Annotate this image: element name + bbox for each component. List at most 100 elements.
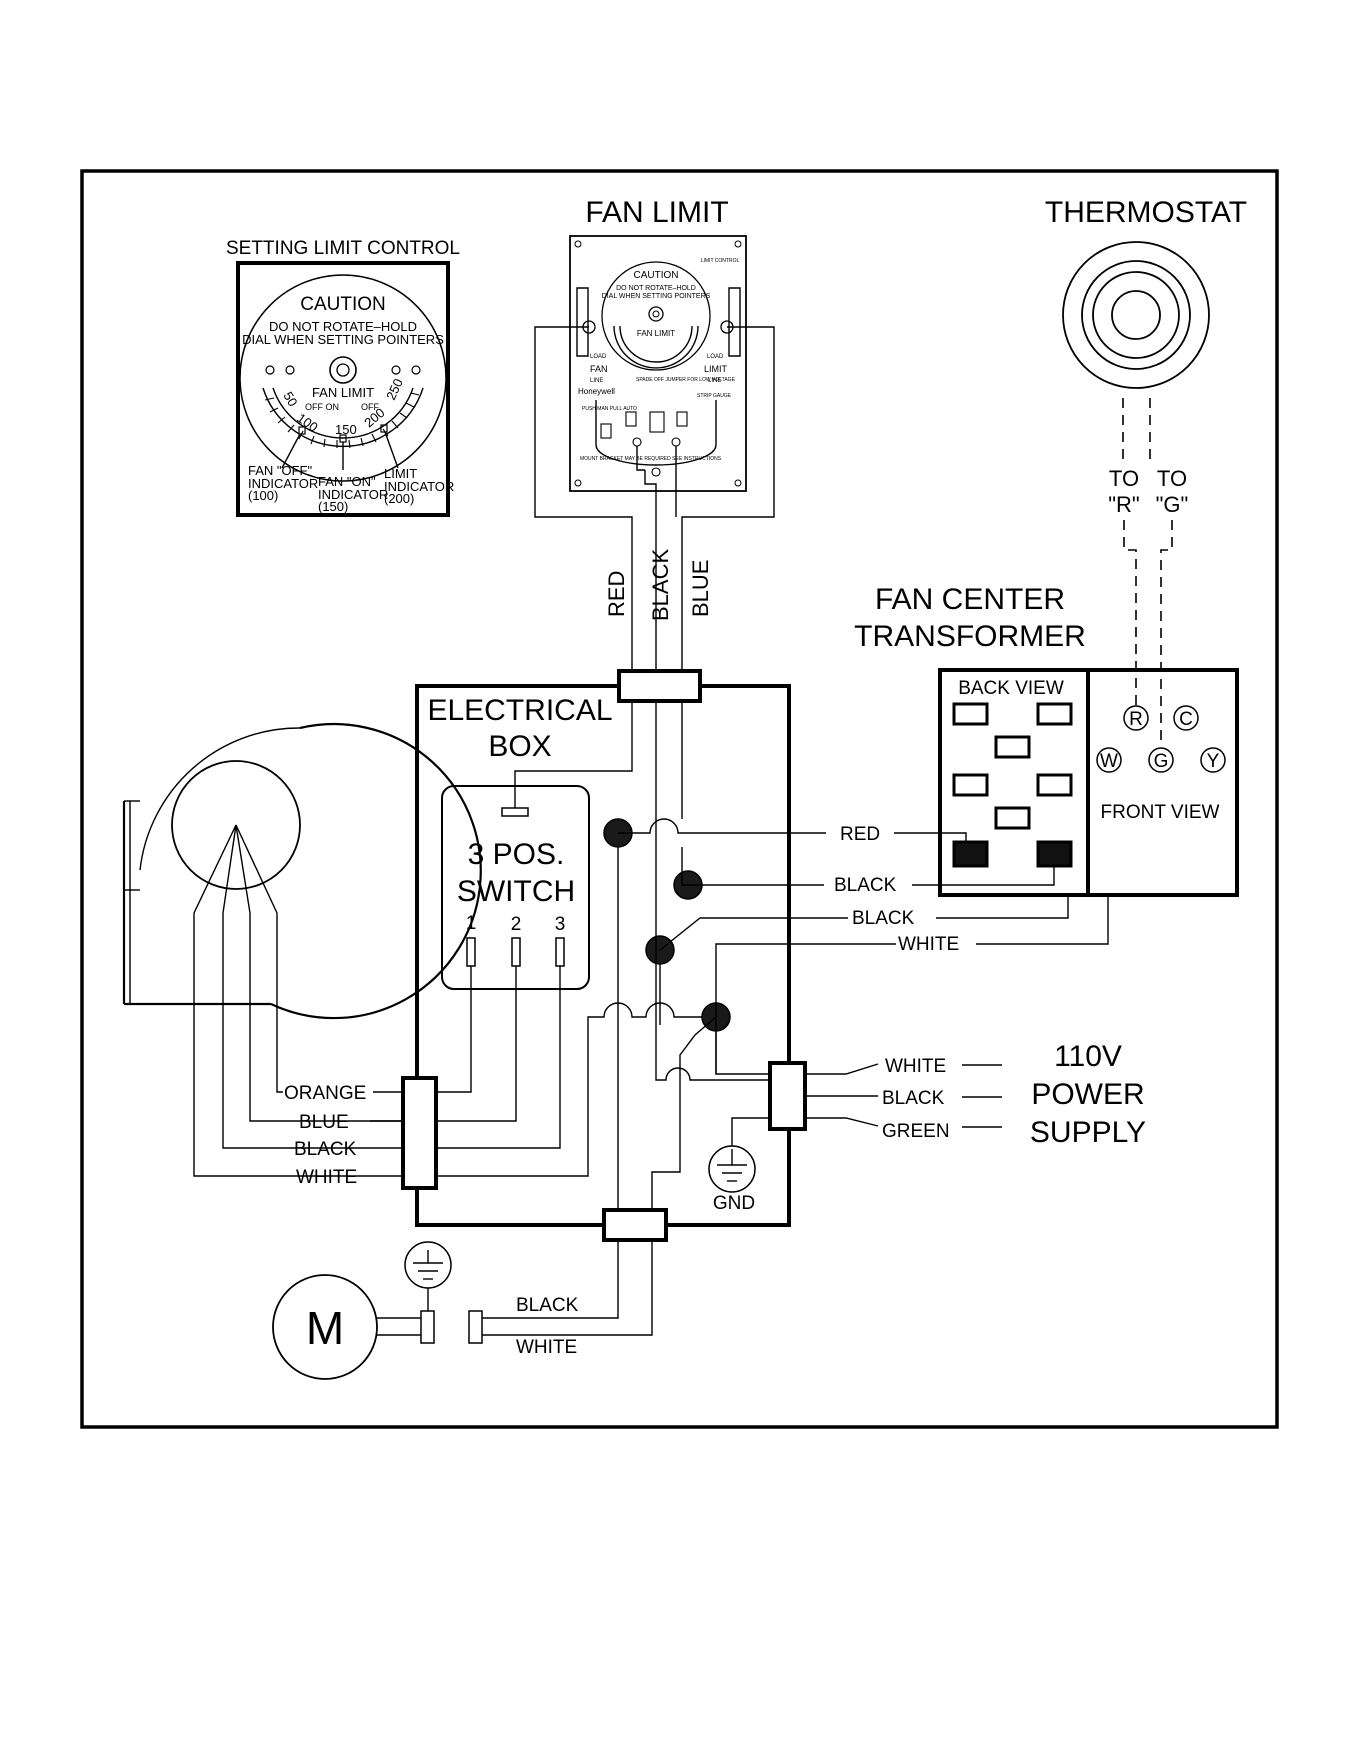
switch-pos-2: 2 [511,914,522,935]
setting-dial-off-on: OFF ON [305,402,339,412]
setting-dial-face [239,274,447,482]
wires: RED BLACK BLUE RED BLACK BLACK WHITE [436,326,1109,1358]
wire-label-blue-vertical: BLUE [688,560,713,617]
setting-tick-250: 250 [383,376,406,402]
blower-housing: ORANGE BLUE BLACK WHITE [122,723,482,1188]
blower-wheel [171,760,301,890]
setting-line2: DIAL WHEN SETTING POINTERS [242,332,444,347]
fan-limit-spade-note: SPADE OFF JUMPER FOR LOW VOLTAGE [636,377,736,383]
electrical-box-title-1: ELECTRICAL [427,694,612,727]
setting-tick-50: 50 [280,389,300,409]
fan-limit-title: FAN LIMIT [585,196,728,229]
motor-ground-symbol [404,1241,452,1289]
setting-limit-title: SETTING LIMIT CONTROL [226,238,460,259]
wire-label-transformer-white: WHITE [898,934,959,955]
fan-on-label-2: INDICATOR [318,487,388,502]
limit-ind-label-1: LIMIT [384,466,417,481]
electrical-box: ELECTRICAL BOX 3 POS. SWITCH 1 2 3 [401,669,807,1242]
front-view-label: FRONT VIEW [1101,802,1220,823]
fan-limit-limit-control: LIMIT CONTROL [701,258,740,264]
power-line1: 110V [1054,1040,1122,1073]
to-r-line1: TO [1109,466,1139,491]
fan-limit-line-left: LINE [590,378,603,384]
three-position-switch: 3 POS. SWITCH 1 2 3 [441,785,590,990]
thermostat-title: THERMOSTAT [1045,196,1247,229]
back-terminal-black [1036,840,1073,868]
switch-title-2: SWITCH [457,875,575,908]
fan-on-label-3: (150) [318,499,348,514]
thermostat-outer [1062,241,1210,389]
fan-limit-line2: DIAL WHEN SETTING POINTERS [602,293,711,300]
wire-label-blower-orange: ORANGE [284,1083,366,1104]
back-view-label: BACK VIEW [958,678,1064,699]
fan-limit-push-pull: PUSH MAN PULL AUTO [582,406,637,412]
fan-limit-strip-gauge: STRIP GAUGE [697,393,732,399]
front-view-terminals: R C W G Y [1096,705,1226,773]
wire-label-motor-white: WHITE [516,1337,577,1358]
wire-label-blower-black: BLACK [294,1139,357,1160]
to-r-line2: "R" [1108,492,1140,517]
fan-center-title-1: FAN CENTER [875,583,1065,616]
power-line3: SUPPLY [1030,1116,1146,1149]
fan-limit-control: FAN LIMIT CAUTION DO NOT ROTATE–HOLD DIA… [569,196,747,492]
wire-label-transformer-black-1: BLACK [834,875,897,896]
terminal-c: C [1179,709,1193,730]
fan-limit-caution: CAUTION [634,270,679,281]
to-g-line1: TO [1157,466,1187,491]
terminal-w: W [1100,751,1118,772]
wire-label-power-white: WHITE [885,1056,946,1077]
fan-off-label-2: INDICATOR [248,476,318,491]
setting-tick-150: 150 [335,422,357,437]
wire-label-black-vertical: BLACK [648,549,673,621]
terminal-g: G [1154,751,1169,772]
fan-limit-fan: FAN [590,364,608,374]
limit-ind-label-3: (200) [384,491,414,506]
fan-limit-load-left: LOAD [590,354,607,360]
fan-limit-load-right: LOAD [707,354,724,360]
setting-dial-fan-limit: FAN LIMIT [312,385,374,400]
fan-limit-brand: Honeywell [578,387,615,396]
wire-label-transformer-black-2: BLACK [852,908,915,929]
wire-label-blower-blue: BLUE [299,1112,349,1133]
setting-caution: CAUTION [300,294,386,315]
blower-connector [401,1076,438,1190]
thermostat: THERMOSTAT TO "R" TO "G" [1045,196,1247,747]
motor: M [272,1241,483,1380]
fan-off-label-1: FAN "OFF" [248,463,313,478]
bottom-connector [602,1208,668,1242]
wire-label-red-vertical: RED [604,571,629,617]
setting-dial-off: OFF [361,402,379,412]
fan-center-transformer: FAN CENTER TRANSFORMER BACK VIEW FRONT V… [854,583,1239,897]
terminal-r: R [1129,709,1143,730]
fan-off-label-3: (100) [248,488,278,503]
fan-limit-line1: DO NOT ROTATE–HOLD [616,285,696,292]
back-terminal-red [952,840,989,868]
fan-limit-line-right: LINE [708,378,721,384]
fan-limit-limit: LIMIT [704,364,728,374]
fan-limit-mount-note: MOUNT BRACKET MAY BE REQUIRED SEE INSTRU… [580,456,722,462]
motor-circle [272,1274,378,1380]
to-g-line2: "G" [1156,492,1189,517]
wire-label-power-black: BLACK [882,1088,945,1109]
gnd-label: GND [713,1193,755,1214]
wire-label-motor-black: BLACK [516,1295,579,1316]
wire-label-power-green: GREEN [882,1121,950,1142]
fan-limit-dial-text: FAN LIMIT [637,329,675,338]
switch-pos-3: 3 [555,914,566,935]
setting-line1: DO NOT ROTATE–HOLD [269,319,417,334]
power-supply-label: 110V POWER SUPPLY [1030,1040,1146,1149]
top-connector [617,669,702,703]
switch-title-1: 3 POS. [468,838,565,871]
setting-tick-100: 100 [294,410,320,435]
wire-label-transformer-red: RED [840,824,880,845]
power-line2: POWER [1031,1078,1144,1111]
fan-limit-body [569,235,747,492]
fan-center-title-2: TRANSFORMER [854,620,1086,653]
motor-label: M [306,1302,344,1354]
limit-ind-label-2: INDICATOR [384,479,454,494]
terminal-y: Y [1207,751,1220,772]
wire-label-blower-white: WHITE [296,1167,357,1188]
setting-limit-control: SETTING LIMIT CONTROL CAUTION DO NOT ROT… [226,238,460,517]
back-view-terminals [952,702,1073,830]
